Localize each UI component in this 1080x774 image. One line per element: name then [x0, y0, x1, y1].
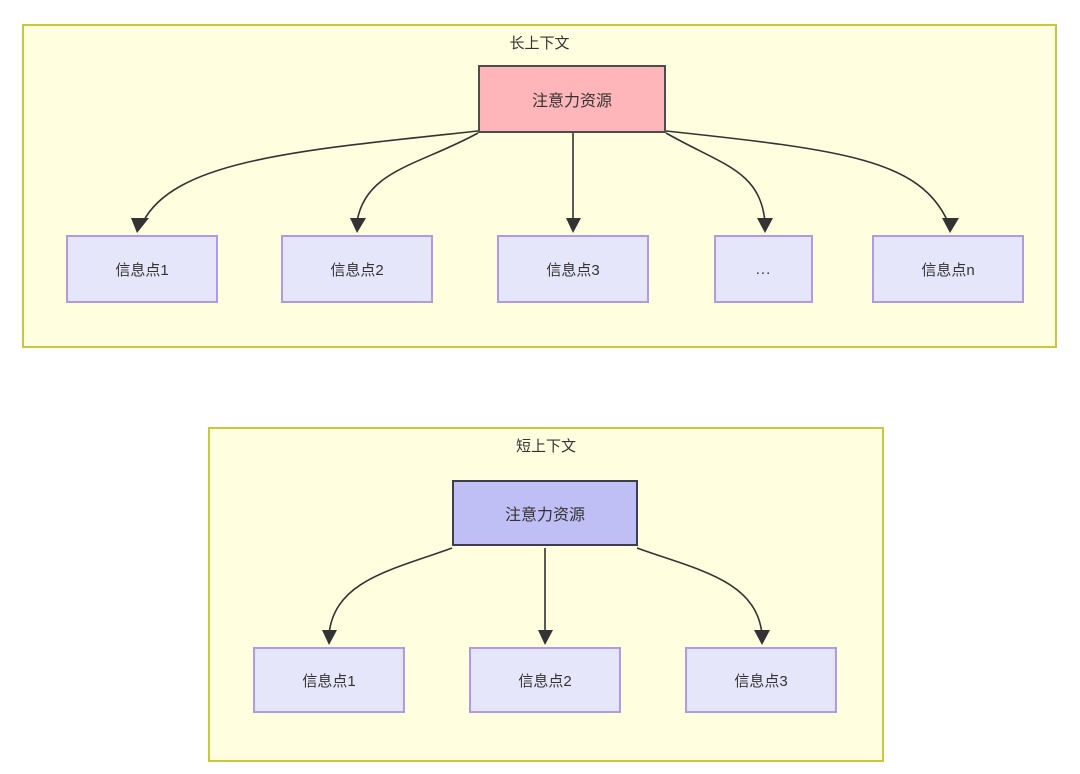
node-long-info-point-2[interactable]: 信息点2: [281, 235, 433, 303]
node-long-info-point-3[interactable]: 信息点3: [497, 235, 649, 303]
node-short-context-attention-resource[interactable]: 注意力资源: [452, 480, 638, 546]
node-long-info-point-1[interactable]: 信息点1: [66, 235, 218, 303]
node-short-info-point-3[interactable]: 信息点3: [685, 647, 837, 713]
node-label: ...: [755, 260, 772, 278]
node-short-info-point-1[interactable]: 信息点1: [253, 647, 405, 713]
node-long-info-point-n[interactable]: 信息点n: [872, 235, 1024, 303]
node-label: 注意力资源: [531, 93, 612, 110]
node-label: 信息点3: [546, 261, 600, 279]
node-label: 信息点n: [921, 261, 975, 279]
node-long-context-attention-resource[interactable]: 注意力资源: [478, 65, 666, 133]
node-short-info-point-2[interactable]: 信息点2: [469, 647, 621, 713]
node-label: 信息点1: [115, 261, 169, 279]
node-label: 信息点1: [302, 672, 356, 690]
node-label: 信息点3: [734, 672, 788, 690]
node-label: 信息点2: [330, 261, 384, 279]
node-long-info-point-ellipsis[interactable]: ...: [714, 235, 813, 303]
node-label: 信息点2: [518, 672, 572, 690]
node-label: 注意力资源: [504, 507, 585, 524]
group-short-context-title: 短上下文: [515, 438, 576, 455]
group-long-context-title: 长上下文: [509, 35, 570, 52]
